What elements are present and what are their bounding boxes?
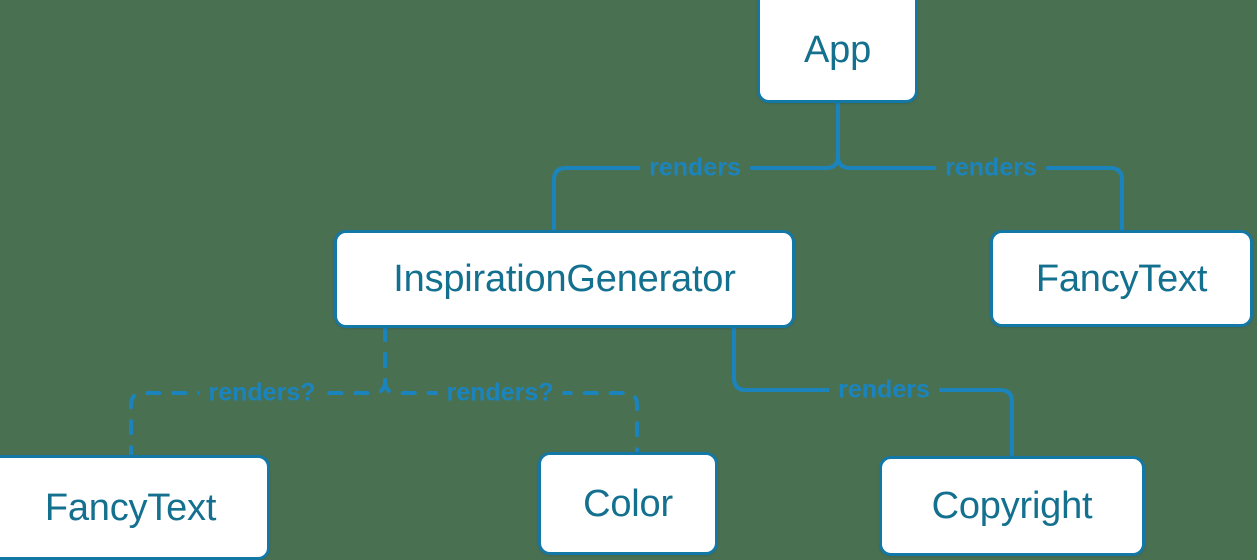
node-color-label: Color: [583, 482, 673, 525]
node-color[interactable]: Color: [538, 452, 718, 555]
node-app-label: App: [803, 29, 871, 71]
node-fancytext-bottom-left[interactable]: FancyText: [0, 455, 270, 560]
edge-label-app-to-fancytext-right: renders: [936, 155, 1046, 181]
node-fancytext-right-label: FancyText: [1035, 257, 1208, 300]
node-inspirationgenerator-label: InspirationGenerator: [393, 258, 736, 300]
node-fancytext-right[interactable]: FancyText: [990, 230, 1253, 327]
node-fancytext-bottom-left-label: FancyText: [44, 486, 217, 529]
node-app[interactable]: App: [757, 0, 918, 103]
edge-label-app-to-inspirationgenerator: renders: [640, 155, 750, 181]
node-copyright-label: Copyright: [931, 485, 1093, 527]
node-copyright[interactable]: Copyright: [879, 456, 1145, 556]
node-inspirationgenerator[interactable]: InspirationGenerator: [334, 230, 795, 328]
edge-label-inspirationgenerator-to-copyright: renders: [829, 377, 939, 403]
edge-label-inspirationgenerator-to-color: renders?: [437, 380, 563, 406]
edge-label-inspirationgenerator-to-fancytext-bottom-left: renders?: [199, 380, 325, 406]
